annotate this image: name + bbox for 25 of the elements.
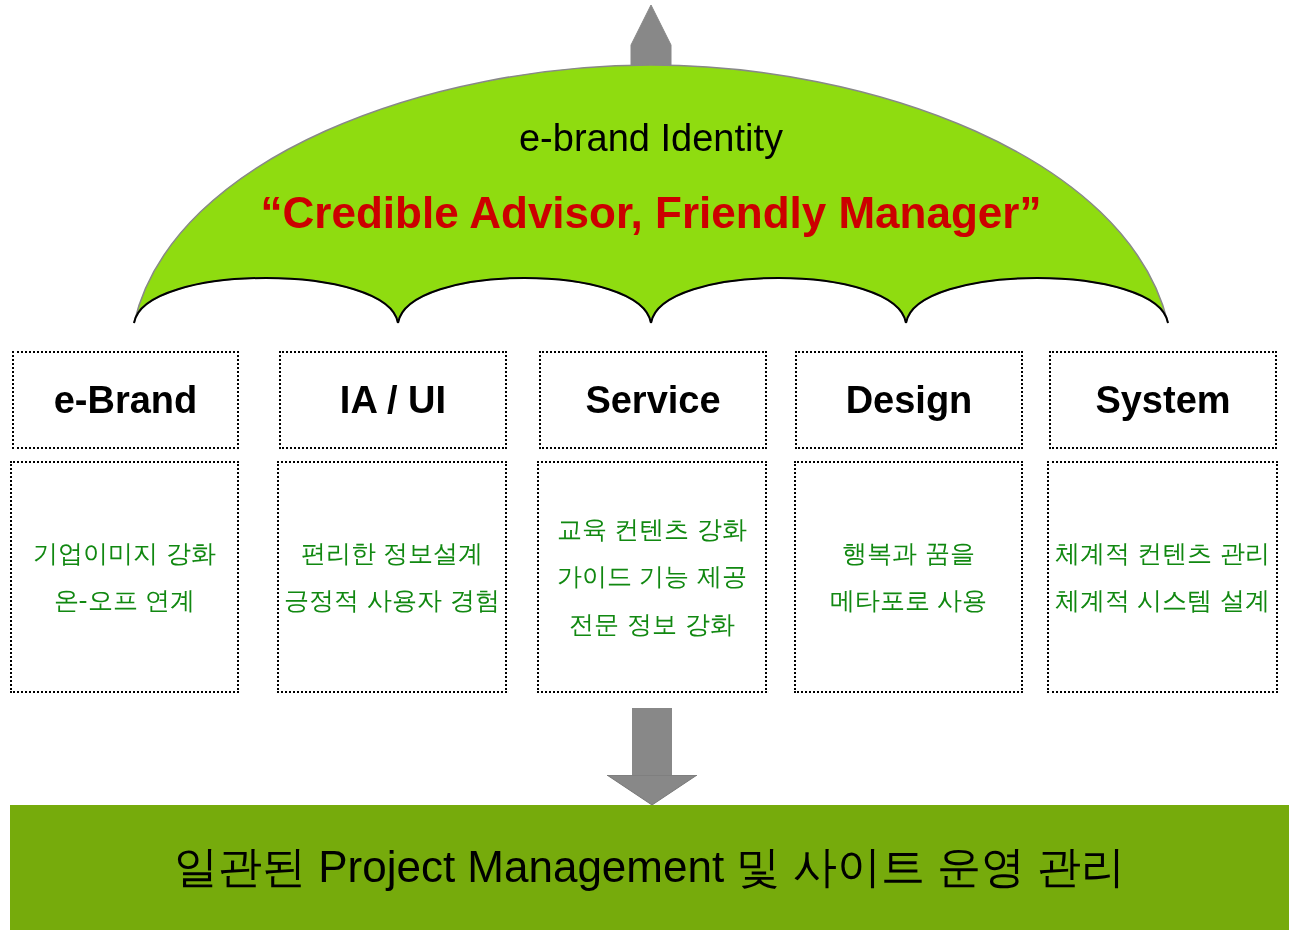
category-header: [795, 351, 1023, 449]
node-label: 편리한 정보설계 긍정적 사용자 경험: [283, 537, 501, 617]
category-description: [794, 461, 1023, 693]
node-label: Service: [585, 378, 721, 422]
category-description: [10, 461, 239, 693]
category-header: [539, 351, 767, 449]
node-label: 기업이미지 강화 온-오프 연계: [32, 537, 217, 617]
node-label: e-Brand: [53, 378, 198, 422]
node-label: 행복과 꿈을 메타포로 사용: [828, 537, 989, 617]
node-label: 일관된 Project Management 및 사이트 운영 관리: [173, 841, 1126, 893]
arrow: [606, 708, 698, 806]
node-label: 체계적 컨텐츠 관리 체계적 시스템 설계: [1053, 537, 1272, 617]
canopy-title: e-brand Identity: [517, 117, 785, 160]
identity-slogan: “Credible Advisor, Friendly Manager”: [259, 188, 1043, 238]
category-description: [1047, 461, 1278, 693]
category-header: [1049, 351, 1277, 449]
node-label: System: [1095, 378, 1231, 422]
result-banner: [10, 805, 1289, 930]
category-header: [279, 351, 507, 449]
category-description: [277, 461, 507, 693]
category-header: [12, 351, 239, 449]
node-label: Design: [845, 378, 973, 422]
node-label: 교육 컨텐츠 강화 가이드 기능 제공 전문 정보 강화: [555, 513, 749, 641]
node-label: IA / UI: [339, 378, 447, 422]
category-description: [537, 461, 767, 693]
